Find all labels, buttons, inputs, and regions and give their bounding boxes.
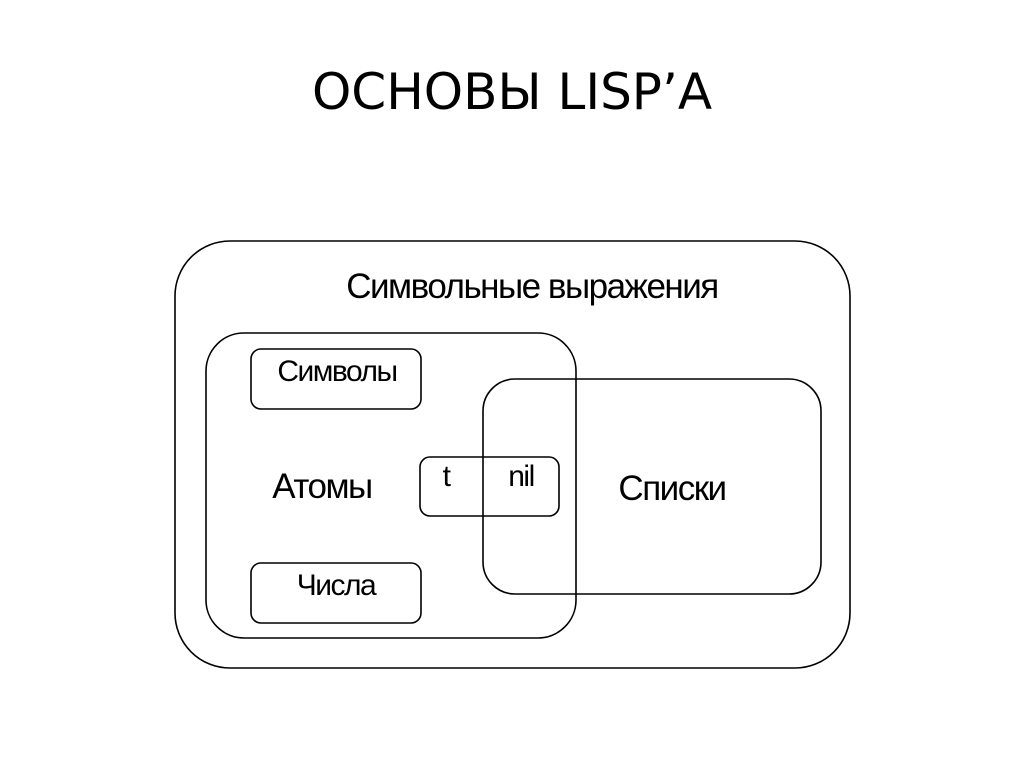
lists-label: Списки — [618, 469, 725, 508]
symbols-box — [250, 348, 422, 410]
numbers-box — [250, 562, 422, 624]
s-expressions-label: Символьные выражения — [346, 267, 718, 306]
numbers-label: Числа — [297, 569, 377, 602]
atoms-label: Атомы — [272, 467, 371, 506]
atoms-set — [205, 332, 577, 639]
s-expressions-set — [174, 240, 851, 669]
t-label: t — [443, 460, 452, 493]
slide-title: ОСНОВЫ LISP’А — [311, 63, 713, 121]
t-nil-box — [419, 456, 560, 517]
lists-set — [482, 378, 822, 595]
symbols-label: Символы — [277, 355, 396, 388]
nil-label: nil — [508, 460, 534, 493]
